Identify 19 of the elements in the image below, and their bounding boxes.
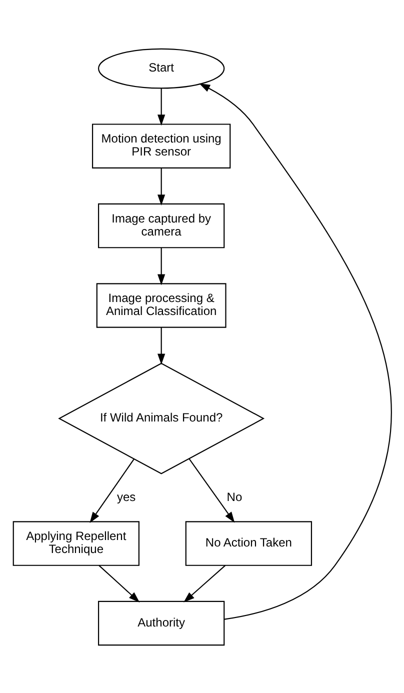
arrow <box>198 82 392 620</box>
arrow <box>157 167 165 206</box>
node-ellipse: Start <box>98 48 224 88</box>
arrow <box>89 458 134 522</box>
arrow <box>188 458 234 522</box>
edge-label: yes <box>116 489 136 504</box>
node-box: Image processing & Animal Classification <box>96 282 226 328</box>
arrow <box>157 326 165 364</box>
node-box: Applying Repellent Technique <box>12 520 139 566</box>
node-box: No Action Taken <box>184 520 312 566</box>
arrow <box>183 564 226 602</box>
node-box: Authority <box>98 600 224 646</box>
arrow <box>98 564 140 602</box>
node-box: Image captured by camera <box>98 202 224 248</box>
node-box: Motion detection using PIR sensor <box>92 123 230 168</box>
edge-label: No <box>226 489 242 504</box>
arrow <box>157 247 165 285</box>
node-diamond: If Wild Animals Found? <box>58 362 264 474</box>
arrow <box>157 88 165 126</box>
